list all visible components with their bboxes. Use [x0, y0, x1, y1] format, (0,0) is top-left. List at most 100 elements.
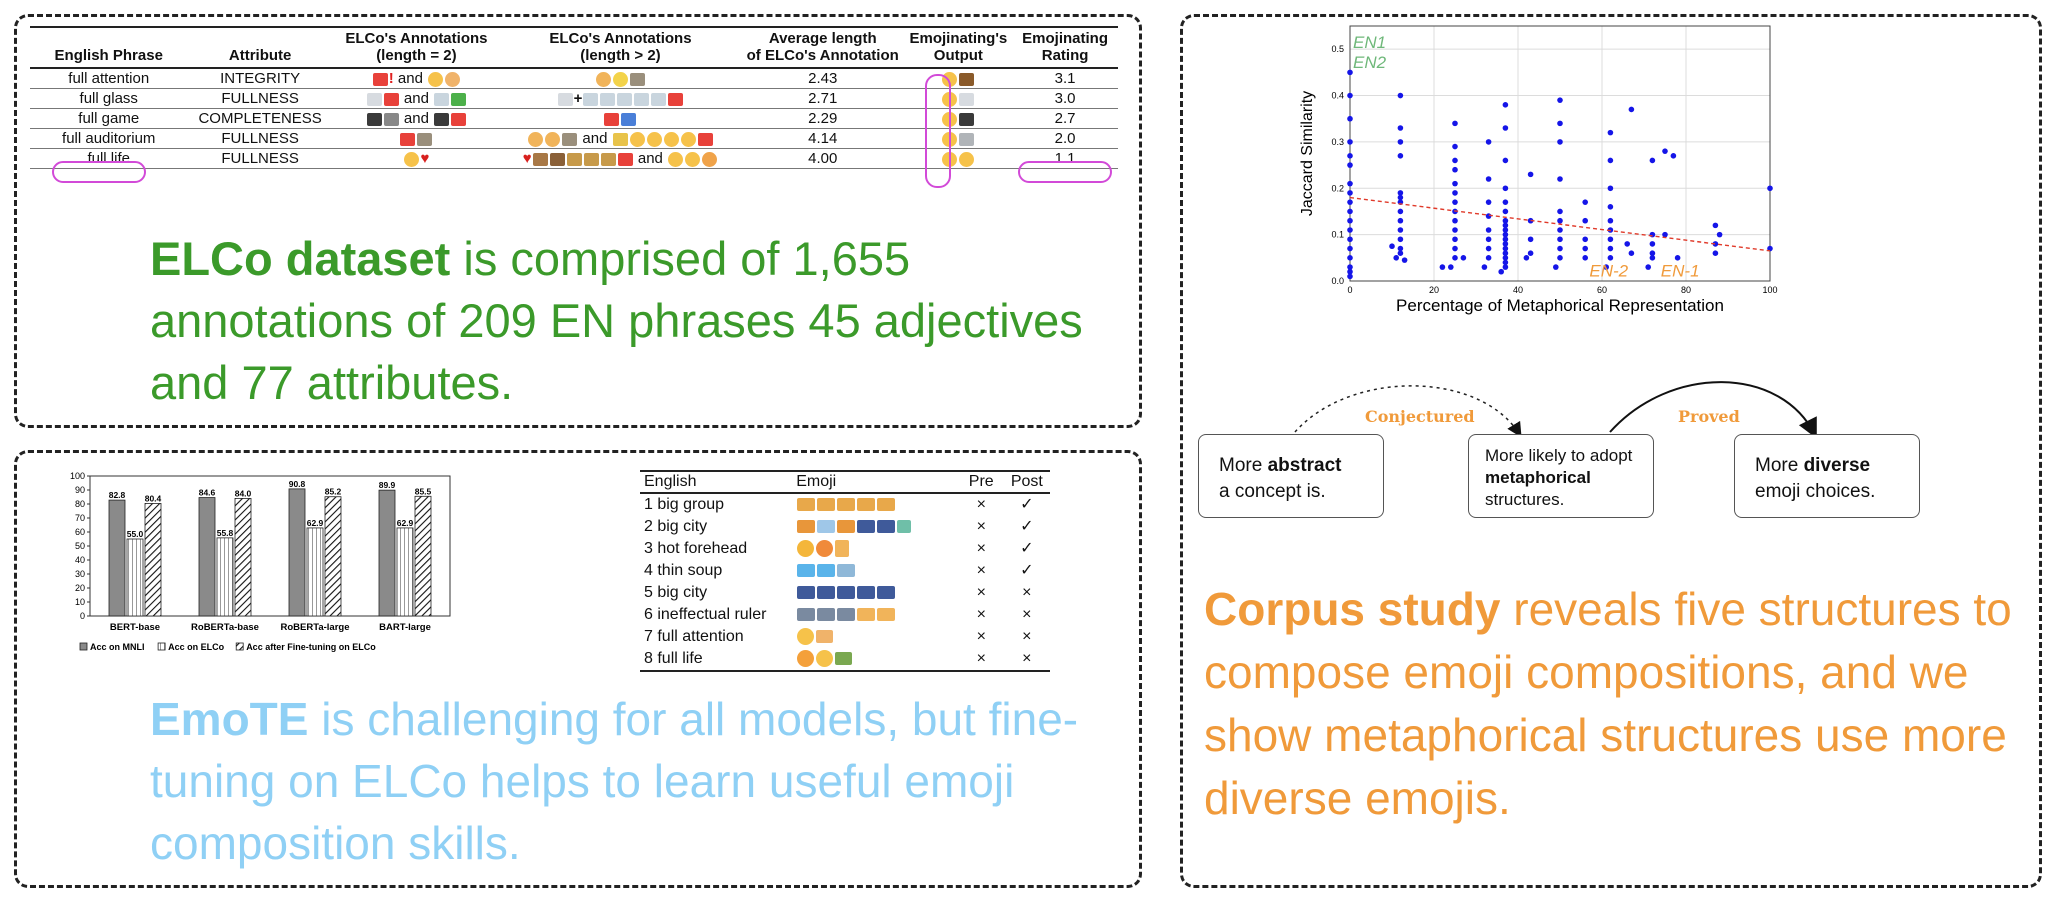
attribute-cell: INTEGRITY: [187, 68, 333, 89]
check-emoji-icon: [451, 92, 467, 106]
bar-value-label: 84.6: [199, 488, 216, 498]
scatter-point: [1557, 227, 1563, 233]
bottle-emoji-icon: [600, 92, 616, 106]
scatter-point: [1397, 139, 1404, 145]
city-emoji-icon: [797, 520, 816, 534]
y-tick-label: 10: [75, 597, 85, 607]
scatter-point: [1347, 180, 1353, 187]
y-tick-label: 100: [70, 471, 85, 481]
scatter-point: [1553, 264, 1559, 270]
thumbs-down-emoji-icon: [877, 608, 896, 622]
rating-cell: 2.7: [1012, 108, 1118, 129]
bar-value-label: 90.8: [289, 479, 306, 489]
elco-annotation-table: English Phrase Attribute ELCo's Annotati…: [30, 26, 1118, 169]
game-controller-emoji-icon: [959, 112, 975, 126]
phrase-cell: full glass: [30, 88, 188, 109]
highlight-rating: [1018, 161, 1112, 183]
bottle-emoji-icon: [634, 92, 650, 106]
rating-cell: 3.0: [1012, 88, 1118, 109]
cityscape-emoji-icon: [877, 586, 896, 600]
metaphorical-structures-box: More likely to adopt metaphorical struct…: [1468, 434, 1654, 518]
face-emoji-icon: [685, 151, 701, 167]
scatter-point: [1607, 157, 1614, 164]
family-emoji-icon: [532, 152, 548, 166]
bar-value-label: 62.9: [307, 518, 324, 528]
scatter-point: [1662, 231, 1668, 238]
glass-emoji-icon: [557, 92, 573, 106]
trend-line: [1349, 196, 1771, 252]
scatter-point: [1485, 236, 1492, 243]
bar-value-label: 84.0: [235, 488, 252, 498]
emoji-cell: [792, 560, 959, 582]
post-cell: ✓: [1020, 496, 1034, 513]
table-row: 6 ineffectual ruler × ×: [640, 604, 1050, 626]
bar: [126, 538, 144, 617]
ticket-emoji-icon: [612, 132, 628, 146]
scatter-point: [1347, 190, 1353, 196]
y-tick-label: 0.1: [1331, 230, 1344, 240]
building-emoji-icon: [629, 72, 645, 86]
scatter-point: [1347, 255, 1353, 261]
emote-caption-text: is challenging for all models, but fine-…: [150, 693, 1079, 869]
pre-cell: ×: [976, 518, 986, 535]
writing-hand-emoji-icon: [816, 630, 834, 644]
scatter-point: [1397, 153, 1404, 159]
heart-emoji-icon: ♥: [522, 150, 532, 167]
house-emoji-icon: [549, 152, 565, 166]
emote-caption: EmoTE is challenging for all models, but…: [150, 688, 1110, 874]
pre-cell: ×: [976, 540, 986, 557]
attribute-cell: FULLNESS: [187, 148, 333, 169]
scatter-point: [1649, 157, 1656, 164]
scatter-point: [1557, 97, 1563, 103]
scatter-point: [1485, 176, 1492, 182]
x-category-label: BART-large: [379, 622, 431, 633]
emojinating-output-cell: [904, 128, 1013, 149]
scatter-point: [1649, 241, 1656, 247]
english-cell: 6 ineffectual ruler: [644, 606, 767, 623]
bar: [198, 497, 216, 617]
table-row: full game COMPLETENESS and 2.29 2.7: [30, 108, 1118, 129]
table-row: full glass FULLNESS and + 2.71 3.0: [30, 88, 1118, 109]
emoji-cell: [792, 626, 959, 648]
wink-face-emoji-icon: [959, 151, 975, 167]
scatter-point: [1452, 199, 1458, 205]
scatter-point: [1347, 217, 1353, 224]
cityscape-emoji-icon: [817, 586, 836, 600]
heart-emoji-icon: ♥: [420, 150, 430, 167]
x-tick-label: 0: [1347, 285, 1352, 295]
x-tick-label: 40: [1513, 285, 1523, 295]
cityscape-emoji-icon: [837, 586, 856, 600]
scatter-point: [1397, 245, 1404, 252]
emote-examples-table: English Emoji Pre Post 1 big group × ✓ 2…: [640, 470, 1050, 672]
post-cell: ✓: [1020, 562, 1034, 579]
scatter-point: [1397, 227, 1404, 233]
emote-table-header: English Emoji Pre Post: [640, 470, 1050, 494]
house-garden-emoji-icon: [835, 652, 853, 666]
face-emoji-icon: [428, 71, 444, 87]
scatter-point: [1347, 153, 1353, 159]
scatter-point: [1502, 222, 1509, 229]
scatter-point: [1347, 199, 1353, 205]
english-cell: 8 full life: [640, 648, 793, 672]
scatter-point: [1485, 245, 1492, 252]
scatter-point: [1452, 143, 1458, 150]
emote-panel: [14, 450, 1142, 888]
face-emoji-icon: [797, 628, 815, 646]
scatter-point: [1397, 194, 1404, 201]
legend-label: Acc on ELCo: [168, 642, 225, 652]
legend-swatch: [157, 642, 166, 651]
table-row: 7 full attention × ×: [640, 626, 1050, 648]
bar-value-label: 85.2: [325, 487, 342, 497]
emoji-cell: [792, 538, 959, 560]
scatter-point: [1607, 204, 1614, 210]
scatter-point: [1649, 250, 1656, 256]
scatter-point: [1557, 176, 1563, 182]
scatter-point: [1628, 106, 1635, 113]
map-emoji-icon: [817, 520, 836, 534]
scatter-point: [1347, 69, 1353, 76]
bottle-emoji-icon: [434, 92, 450, 106]
emojinating-output-cell: [904, 88, 1013, 109]
smiling-face-emoji-icon: [404, 151, 420, 167]
